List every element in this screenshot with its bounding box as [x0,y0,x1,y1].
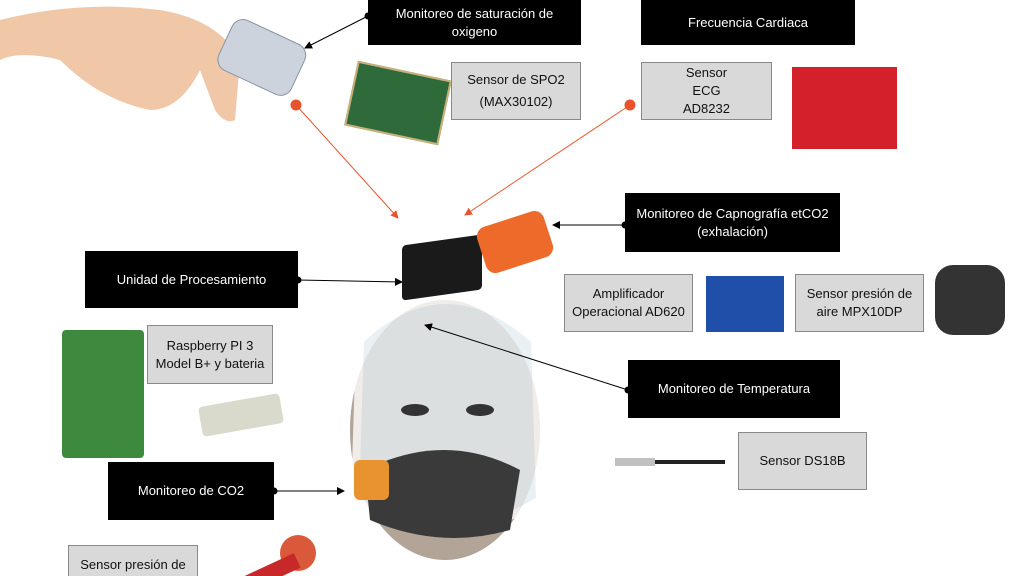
label-line: Sensor presión de [806,286,913,301]
label-line: Unidad de Procesamiento [116,271,267,287]
co2-monitoring-label: Monitoreo de CO2 [108,462,274,520]
label-line: ECG [692,83,721,98]
label-line: Sensor DS18B [759,453,846,468]
label-line: Monitoreo de Capnografía etCO2 [636,205,829,221]
ds18b-sensor-label: Sensor DS18B [738,432,867,490]
amplifier-board-image [706,276,784,332]
mask-head-image [340,270,550,560]
label-line: (exhalación) [697,223,768,239]
ds18b-probe-image [615,458,725,466]
pressure-sensor-label: Sensor presión de [68,545,198,576]
pressure-sensor-image [935,265,1005,335]
capnography-monitoring-label: Monitoreo de Capnografía etCO2 (exhalació… [625,193,840,252]
label-line: oxigeno [451,23,498,39]
spo2-sensor-label: Sensor de SPO2 (MAX30102) [451,62,581,120]
ecg-board-image [792,67,897,149]
label-line: Sensor presión de [80,557,186,572]
heart-rate-label: Frecuencia Cardiaca [641,0,855,45]
label-line: Sensor [685,65,728,80]
label-line: Monitoreo de CO2 [137,483,245,498]
raspberry-pi-image [62,330,144,458]
label-line: (MAX30102) [479,94,553,109]
label-line: AD8232 [683,101,730,116]
label-line: Amplificador [592,286,665,301]
raspberry-pi-label: Raspberry PI 3 Model B+ y bateria [147,325,273,384]
label-line: Sensor de SPO2 [467,72,565,87]
processing-unit-label: Unidad de Procesamiento [85,251,298,308]
label-line: Frecuencia Cardiaca [688,14,808,30]
spo2-monitoring-label: Monitoreo de saturación de oxigeno [368,0,581,45]
label-line: Operacional AD620 [572,304,685,319]
co2-sensor-image [239,535,320,576]
air-pressure-sensor-label: Sensor presión de aire MPX10DP [795,274,924,332]
temperature-monitoring-label: Monitoreo de Temperatura [628,360,840,418]
label-line: Model B+ y bateria [155,355,265,371]
label-line: Monitoreo de saturación de [395,5,554,21]
label-line: Raspberry PI 3 [166,337,254,353]
hand-with-oximeter-image [0,0,310,125]
label-line: Monitoreo de Temperatura [657,381,811,396]
label-line: aire MPX10DP [816,304,903,319]
